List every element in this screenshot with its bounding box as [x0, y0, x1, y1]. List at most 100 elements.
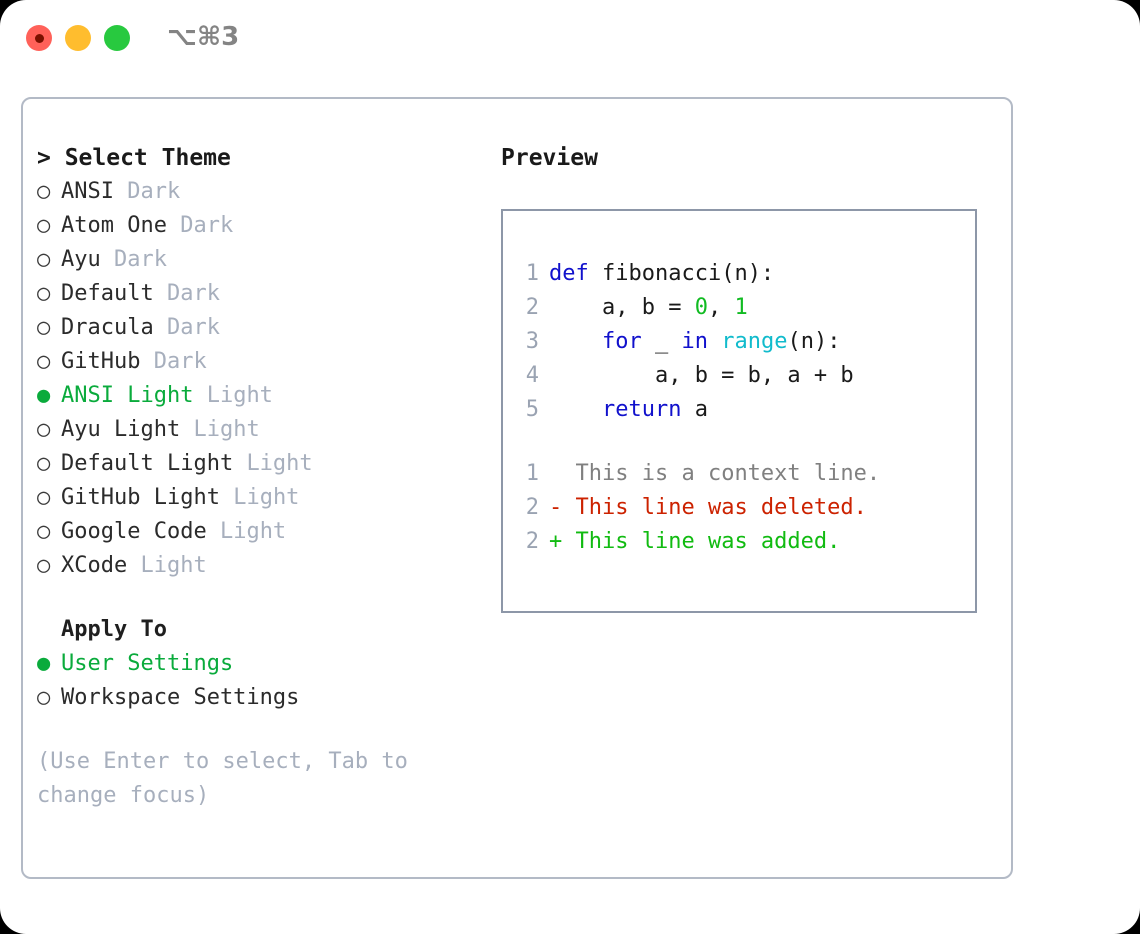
- code-token: a, b =: [549, 295, 695, 320]
- radio-unselected-icon[interactable]: ○: [37, 349, 51, 374]
- theme-list-item[interactable]: ○ GitHub Light Light: [37, 481, 497, 515]
- keyboard-hint: (Use Enter to select, Tab to change focu…: [37, 749, 408, 808]
- theme-list-item[interactable]: ○ Default Light Light: [37, 447, 497, 481]
- theme-variant-label: Light: [193, 417, 260, 442]
- diff-sample: 1 This is a context line.2- This line wa…: [503, 457, 975, 559]
- code-line: 3 for _ in range(n):: [503, 325, 975, 359]
- theme-variant-label: Dark: [153, 349, 207, 374]
- theme-name: GitHub: [61, 349, 141, 374]
- line-number: 4: [525, 363, 539, 388]
- theme-variant-label: Light: [219, 519, 287, 544]
- theme-list-item[interactable]: ○XCode Light: [37, 549, 497, 583]
- theme-variant-label: Dark: [127, 179, 181, 204]
- code-token: 1: [734, 295, 748, 320]
- page-title: > Select Theme: [37, 145, 231, 171]
- theme-name: ANSI: [61, 179, 114, 204]
- minimize-button[interactable]: [65, 25, 91, 51]
- apply-to-item[interactable]: ○ Workspace Settings: [37, 681, 497, 715]
- maximize-button[interactable]: [104, 25, 130, 51]
- diff-line: 2- This line was deleted.: [503, 491, 975, 525]
- main-panel: > Select Theme ○ANSI Dark○Atom One Dark○…: [21, 97, 1013, 879]
- theme-name: Ayu: [61, 247, 101, 272]
- diff-marker: +: [549, 529, 576, 554]
- diff-marker: -: [549, 495, 576, 520]
- theme-list-item[interactable]: ○ Google Code Light: [37, 515, 497, 549]
- theme-name: Default Light: [61, 451, 234, 476]
- line-number: 1: [525, 261, 539, 286]
- theme-name: Ayu Light: [61, 417, 181, 442]
- radio-unselected-icon[interactable]: ○: [37, 179, 51, 204]
- preview-spacer: [503, 427, 975, 457]
- diff-text: This line was added.: [575, 529, 841, 554]
- radio-unselected-icon[interactable]: ○: [37, 553, 51, 578]
- theme-name: Default: [61, 281, 154, 306]
- line-number: 2: [525, 295, 539, 320]
- theme-list-item[interactable]: ● ANSI Light Light: [37, 379, 497, 413]
- code-line: 2 a, b = 0, 1: [503, 291, 975, 325]
- theme-name-spacer: [114, 175, 127, 209]
- theme-variant-label: Dark: [166, 315, 220, 340]
- theme-list-item[interactable]: ○Dracula Dark: [37, 311, 497, 345]
- code-token: _: [641, 329, 682, 354]
- theme-variant-label: Light: [246, 451, 313, 476]
- theme-name: XCode: [61, 553, 128, 578]
- theme-list-item[interactable]: ○ ANSI Dark: [37, 175, 497, 209]
- theme-name: ANSI Light: [61, 383, 194, 408]
- radio-unselected-icon[interactable]: ○: [37, 417, 51, 442]
- radio-unselected-icon[interactable]: ○: [37, 315, 51, 340]
- radio-unselected-icon[interactable]: ○: [37, 685, 51, 710]
- radio-selected-icon[interactable]: ●: [37, 383, 51, 408]
- radio-unselected-icon[interactable]: ○: [37, 213, 51, 238]
- theme-list-item[interactable]: ○Atom One Dark: [37, 209, 497, 243]
- theme-name-spacer: [140, 345, 153, 379]
- code-token: return: [601, 397, 682, 422]
- code-token: fibonacci(n):: [588, 261, 775, 286]
- close-button[interactable]: [26, 25, 52, 51]
- theme-list: ○ANSI Dark○Atom One Dark○Ayu Dark○Defaul…: [37, 175, 497, 583]
- radio-unselected-icon[interactable]: ○: [37, 519, 51, 544]
- radio-unselected-icon[interactable]: ○: [37, 247, 51, 272]
- theme-name: GitHub Light: [61, 485, 220, 510]
- theme-name-spacer: [193, 379, 206, 413]
- code-line: 5 return a: [503, 393, 975, 427]
- radio-selected-icon[interactable]: ●: [37, 651, 51, 676]
- theme-variant-label: Dark: [166, 281, 220, 306]
- code-token: range: [721, 329, 788, 354]
- line-number: 2: [525, 529, 539, 554]
- radio-unselected-icon[interactable]: ○: [37, 281, 51, 306]
- apply-to-label: Apply To: [61, 617, 167, 642]
- theme-name-spacer: [207, 515, 220, 549]
- code-line-content: return a: [549, 393, 708, 427]
- code-token: 0: [694, 295, 708, 320]
- theme-name-spacer: [233, 447, 246, 481]
- theme-list-item[interactable]: ○ Ayu Light Light: [37, 413, 497, 447]
- code-token: ,: [707, 295, 735, 320]
- keyboard-shortcut-label: ⌥⌘3: [167, 22, 240, 52]
- diff-line: 2 + This line was added.: [503, 525, 975, 559]
- code-line-content: for _ in range(n):: [549, 325, 840, 359]
- code-token: [708, 329, 721, 354]
- theme-list-item[interactable]: ○ GitHub Dark: [37, 345, 497, 379]
- preview-title: Preview: [501, 145, 598, 171]
- traffic-lights: [26, 25, 130, 51]
- theme-list-item[interactable]: ○ Ayu Dark: [37, 243, 497, 277]
- theme-variant-label: Dark: [114, 247, 167, 272]
- title-bar: ⌥⌘3: [0, 0, 1140, 78]
- line-number: 1: [525, 461, 539, 486]
- apply-to-label-text: Workspace Settings: [61, 685, 300, 710]
- line-number: 5: [525, 397, 539, 422]
- theme-variant-label: Light: [206, 383, 273, 408]
- apply-to-item[interactable]: ●User Settings: [37, 647, 497, 681]
- theme-variant-label: Light: [233, 485, 300, 510]
- diff-marker: [549, 457, 576, 491]
- theme-name: Google Code: [61, 519, 207, 544]
- theme-name-spacer: [167, 209, 180, 243]
- radio-unselected-icon[interactable]: ○: [37, 451, 51, 476]
- theme-name-spacer: [101, 243, 114, 277]
- theme-variant-label: Dark: [180, 213, 234, 238]
- radio-unselected-icon[interactable]: ○: [37, 485, 51, 510]
- theme-list-item[interactable]: ○ Default Dark: [37, 277, 497, 311]
